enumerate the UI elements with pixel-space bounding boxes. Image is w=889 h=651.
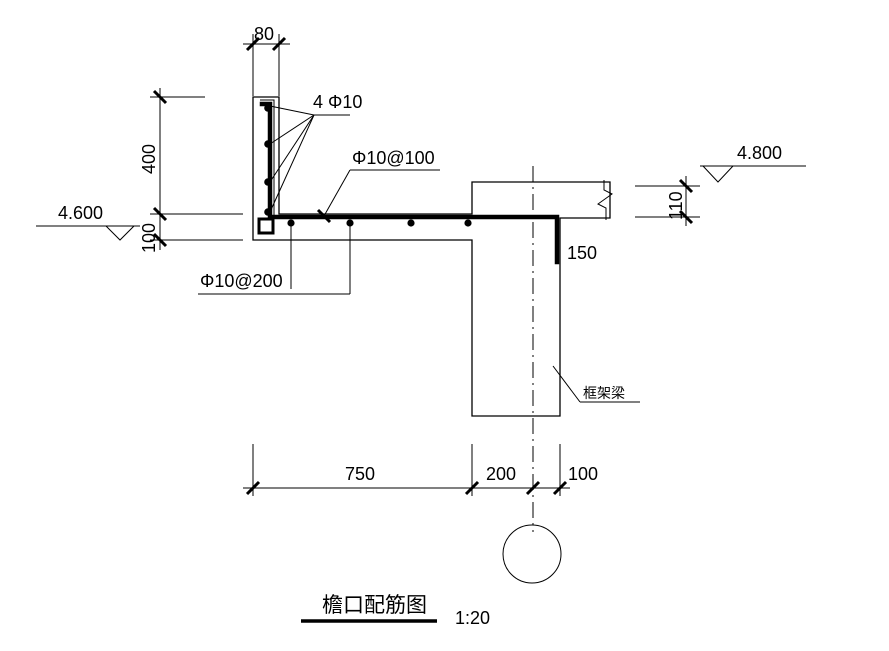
elevation-right-marker: [700, 165, 806, 183]
dim-bottom: [243, 444, 570, 496]
section-profile: [252, 96, 611, 417]
slab-dist-label: Φ10@200: [200, 271, 283, 291]
slab-bar-dot: [407, 219, 415, 227]
dim-slab-thickness-right-text: 110: [666, 191, 686, 220]
slab-bar-dot: [346, 219, 354, 227]
dim-bar-depth-text: 150: [567, 243, 597, 263]
drawing-title: 檐口配筋图: [322, 593, 427, 617]
elevation-left-text: 4.600: [58, 203, 103, 223]
beam-label: 框架梁: [583, 386, 625, 402]
elevation-right-text: 4.800: [737, 143, 782, 163]
dim-parapet-thickness-text: 80: [254, 24, 274, 44]
dim-parapet-thickness: [243, 34, 290, 96]
dim-slab-thickness-text: 100: [139, 223, 159, 253]
axis-bubble: [502, 524, 562, 584]
top-bars-label: Φ10@100: [352, 148, 435, 168]
dim-left-vertical: [150, 88, 243, 250]
concrete-outline: [252, 96, 613, 417]
dim-beam-right-text: 100: [568, 464, 598, 484]
parapet-bars-leader: [269, 105, 350, 213]
main-bent-bar: [259, 101, 560, 265]
slab-bar-dot: [464, 219, 472, 227]
elevation-left-marker: [36, 225, 140, 241]
top-bars-leader: [316, 169, 440, 224]
dim-beam-left-text: 200: [486, 464, 516, 484]
slab-dist-leader: [198, 226, 351, 295]
parapet-bar-dot: [264, 208, 272, 216]
parapet-bars-label: 4 Φ10: [313, 92, 362, 112]
corner-hook: [257, 217, 275, 235]
dim-overhang-text: 750: [345, 464, 375, 484]
dim-right-vertical: [635, 176, 700, 226]
drawing-scale: 1:20: [455, 608, 490, 628]
slab-bar-dot: [287, 219, 295, 227]
reinforcement: [257, 99, 560, 265]
break-line: [597, 180, 613, 220]
beam-leader: [552, 365, 640, 403]
dim-parapet-height-text: 400: [139, 144, 159, 174]
parapet-bar-dot: [264, 140, 272, 148]
parapet-stirrup: [260, 99, 275, 218]
parapet-bar-dot: [264, 178, 272, 186]
parapet-bar-dot: [264, 104, 272, 112]
